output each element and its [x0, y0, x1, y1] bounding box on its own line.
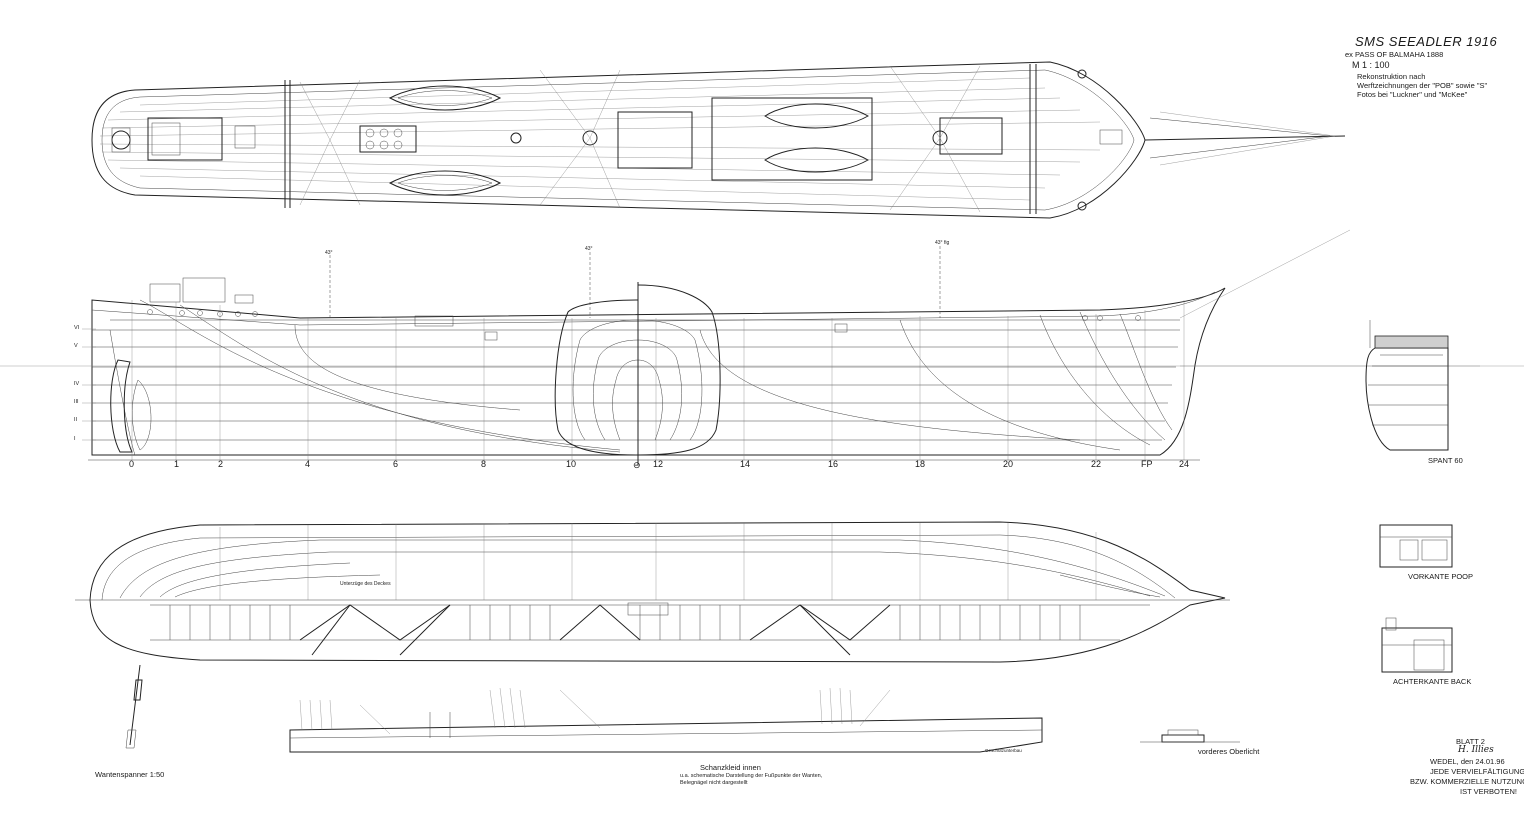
ship-title: SMS SEEADLER 1916 — [1355, 34, 1498, 49]
sheet-number: BLATT 2 — [1456, 737, 1485, 746]
waterline-label: I — [74, 436, 76, 442]
boat-mid-2 — [764, 147, 870, 173]
buttock-lines — [109, 299, 1173, 456]
bulwark-tag-text: Geschützunterbau — [985, 748, 1022, 753]
half-breadth-stations — [219, 523, 1097, 600]
copyright-line: BZW. KOMMERZIELLE NUTZUNG — [1410, 777, 1524, 786]
plan-note-text: Unterzüge des Deckes — [340, 581, 391, 587]
back-aft-section — [1381, 617, 1453, 673]
skylight-detail — [1140, 729, 1240, 743]
bulwark-shrouds — [299, 687, 891, 735]
waterline-ticks — [82, 328, 96, 441]
copyright-line: IST VERBOTEN! — [1460, 787, 1517, 796]
frame-60-section — [1365, 320, 1449, 451]
poop-front-section — [1379, 524, 1453, 568]
bulwark-note: u.a. schematische Darstellung der Fußpun… — [680, 773, 823, 779]
copyright-line: JEDE VERVIELFÄLTIGUNG — [1430, 767, 1524, 776]
station-lines — [131, 300, 1185, 460]
svg-text:43° fig: 43° fig — [935, 240, 949, 246]
skylight-label: vorderes Oberlicht — [1198, 747, 1260, 756]
deck-plan — [91, 61, 1346, 219]
waterline-label: II — [74, 417, 78, 423]
frame-number: 20 — [1003, 459, 1014, 469]
back-aft-label: ACHTERKANTE BACK — [1393, 677, 1472, 686]
svg-text:43°: 43° — [325, 250, 333, 256]
ex-name: ex PASS OF BALMAHA 1888 — [1345, 50, 1444, 59]
frame-number: 10 — [566, 459, 577, 469]
frame-number: 16 — [828, 459, 839, 469]
frame-number: 2 — [218, 459, 224, 469]
turnbuckle-detail — [125, 664, 143, 749]
frame-number: 6 — [393, 459, 399, 469]
frame-number: 18 — [915, 459, 926, 469]
turnbuckle-label: Wantenspanner 1:50 — [95, 770, 165, 779]
note-line: Werftzeichnungen der "POB" sowie "S" — [1357, 81, 1488, 90]
poop-front-label: VORKANTE POOP — [1408, 572, 1474, 581]
bulwark-note: Belegnägel nicht dargestellt — [680, 780, 748, 786]
note-line: Rekonstruktion nach — [1357, 72, 1426, 81]
deck-planking — [99, 77, 1101, 201]
frame-number: 22 — [1091, 459, 1102, 469]
signature: H. Illies — [1458, 745, 1494, 755]
frame-number: FP — [1141, 459, 1153, 469]
frame-number: 24 — [1179, 459, 1190, 469]
frame-60-label: SPANT 60 — [1428, 456, 1463, 465]
deck-beams — [169, 605, 1081, 640]
body-plan-section — [554, 282, 721, 465]
frame-number: 8 — [481, 459, 487, 469]
half-breadth-plan: Unterzüge des Deckes — [75, 521, 1230, 663]
frame-number: 12 — [653, 459, 664, 469]
note-line: Fotos bei "Luckner" und "McKee" — [1357, 90, 1468, 99]
place-date: WEDEL, den 24.01.96 — [1430, 757, 1505, 766]
waterline-label: V — [74, 343, 78, 349]
frame-number: 0 — [129, 459, 135, 469]
svg-text:43°: 43° — [585, 246, 593, 252]
waterlines — [92, 329, 1180, 441]
profile-and-lines: 43° 43° 43° fig — [0, 229, 1524, 465]
boat-port — [388, 85, 502, 111]
waterline-label: IV — [74, 381, 80, 387]
boat-starboard — [388, 170, 502, 196]
deck-rigging — [299, 65, 981, 213]
bulwark-title: Schanzkleid innen — [700, 763, 761, 772]
frame-number: 4 — [305, 459, 311, 469]
waterline-label: VI — [74, 325, 80, 331]
frame-number: 14 — [740, 459, 751, 469]
bulwark-detail: Geschützunterbau — [289, 687, 1043, 753]
boat-mid-1 — [764, 103, 870, 129]
midship-mark: ⊖ — [633, 460, 641, 470]
waterline-label: III — [74, 399, 79, 405]
scale-label: M 1 : 100 — [1352, 60, 1390, 70]
frame-number: 1 — [174, 459, 180, 469]
half-breadth-curves — [119, 539, 1166, 599]
